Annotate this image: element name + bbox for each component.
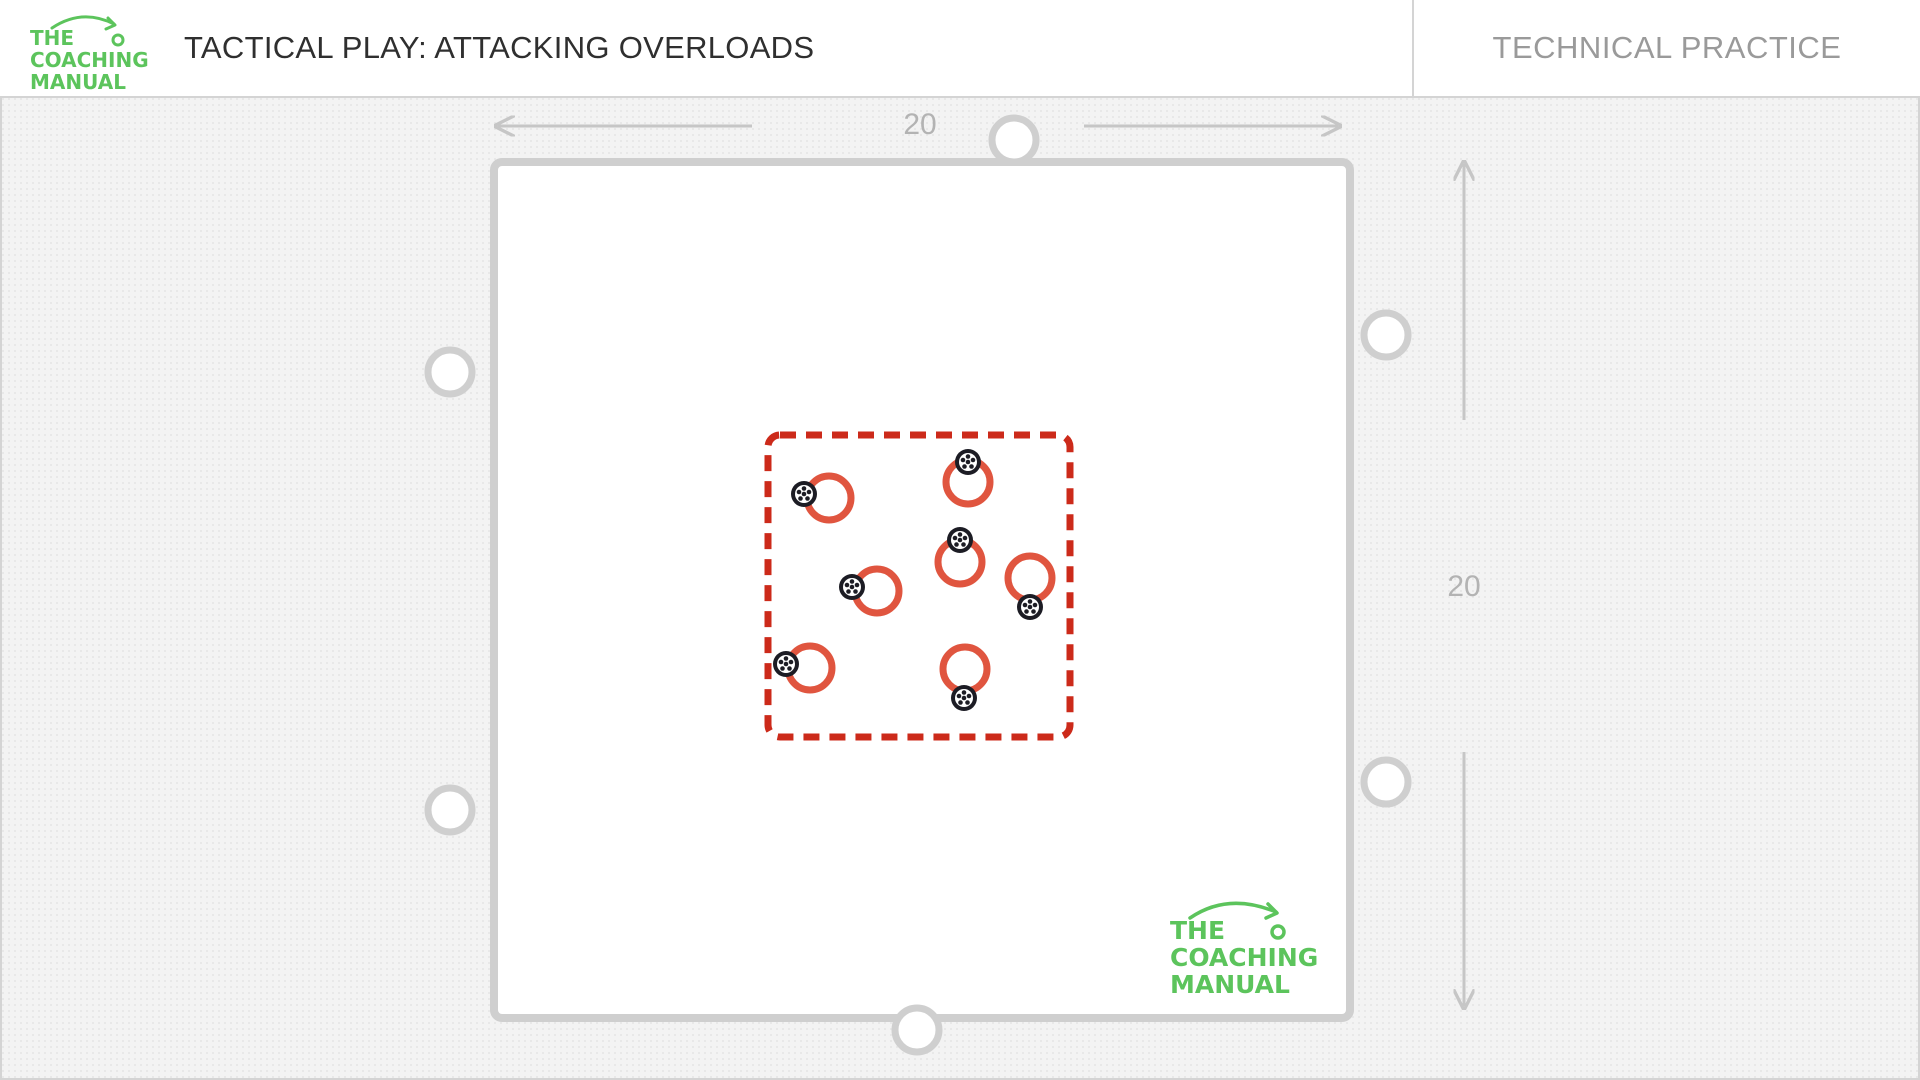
red-ring-player-icon [1004,552,1056,604]
pitch-watermark-logo: THE COACHING MANUAL [1170,901,1318,996]
watermark-word-manual: MANUAL [1170,970,1290,996]
grey-ring-cone-icon [1360,309,1412,361]
football-icon [947,527,973,553]
logo-word-coaching: COACHING [30,48,149,72]
header-bar: THE COACHING MANUAL TACTICAL PLAY: ATTAC… [0,0,1920,98]
football-icon [1017,594,1043,620]
pitch-length-label: 20 [1447,570,1481,603]
practice-category: TECHNICAL PRACTICE [1492,30,1842,65]
football-icon [791,481,817,507]
watermark-word-the: THE [1170,916,1225,945]
grey-ring-cone-icon [891,1004,943,1056]
red-ring-player-icon [939,643,991,695]
watermark-word-coaching: COACHING [1170,943,1318,972]
football-icon [839,574,865,600]
logo-word-manual: MANUAL [30,70,126,90]
header-divider [1412,0,1414,96]
pitch-area [490,158,1354,1022]
grey-ring-cone-icon [424,346,476,398]
logo-word-the: THE [30,26,74,50]
football-icon [955,449,981,475]
grey-ring-cone-icon [988,114,1040,166]
page-title: TACTICAL PLAY: ATTACKING OVERLOADS [184,30,815,65]
pitch-width-label: 20 [903,108,937,141]
football-icon [773,651,799,677]
inner-zone-dashed [764,431,1074,741]
grey-ring-cone-icon [424,784,476,836]
grey-ring-cone-icon [1360,756,1412,808]
football-icon [951,685,977,711]
coaching-manual-logo: THE COACHING MANUAL [30,15,149,90]
